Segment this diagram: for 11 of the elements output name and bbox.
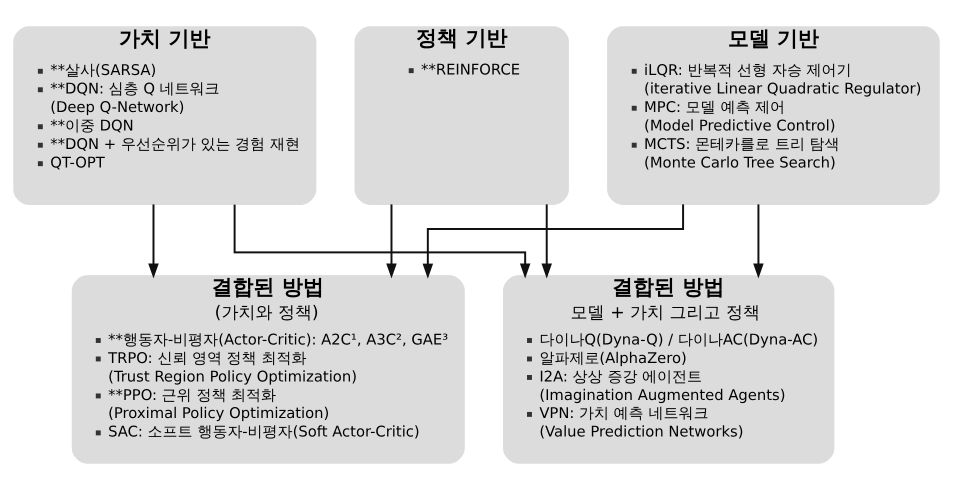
node-box: 모델 기반 iLQR: 반복적 선형 자승 제어기 (iterative Linear Quadratic Regulator) MPC: 모델 예측 제어 (Model Predictive Control) MCTS: 몬테카를로 트리 탐색 (Monte Carlo Tree Search) (607, 26, 940, 205)
node-box: 가치 기반 **살사(SARSA) **DQN: 심층 Q 네트워크 (Deep Q-Network) **이중 DQN **DQN + 우선순위가 있는 경험 재현 QT-OPT (13, 26, 316, 205)
arrow (148, 204, 159, 279)
node-box: 결합된 방법 (가치와 정책) **행동자-비평자(Actor-Critic): A2C¹, A3C², GAE³ TRPO: 신뢰 영역 정책 최적화 (Trust Region Policy Optimization) **PPO: 근위 정책 최적화 (Proximal Policy Optimization) SAC: 소프트 행동자-비평자(Soft Actor-Critic) (72, 275, 465, 464)
node-box: 정책 기반 **REINFORCE (354, 26, 569, 205)
arrow (386, 204, 397, 279)
arrow (541, 204, 552, 279)
node-box: 결합된 방법 모델 + 가치 그리고 정책 다이나Q(Dyna-Q) / 다이나AC(Dyna-AC) 알파제로(AlphaZero) I2A: 상상 증강 에이전트 (Imagination Augmented Agents) VPN: 가치 예측 네트워크 (Value Prediction Networks) (503, 275, 834, 464)
arrow (422, 204, 684, 279)
arrow (753, 204, 764, 279)
arrow (234, 204, 530, 278)
